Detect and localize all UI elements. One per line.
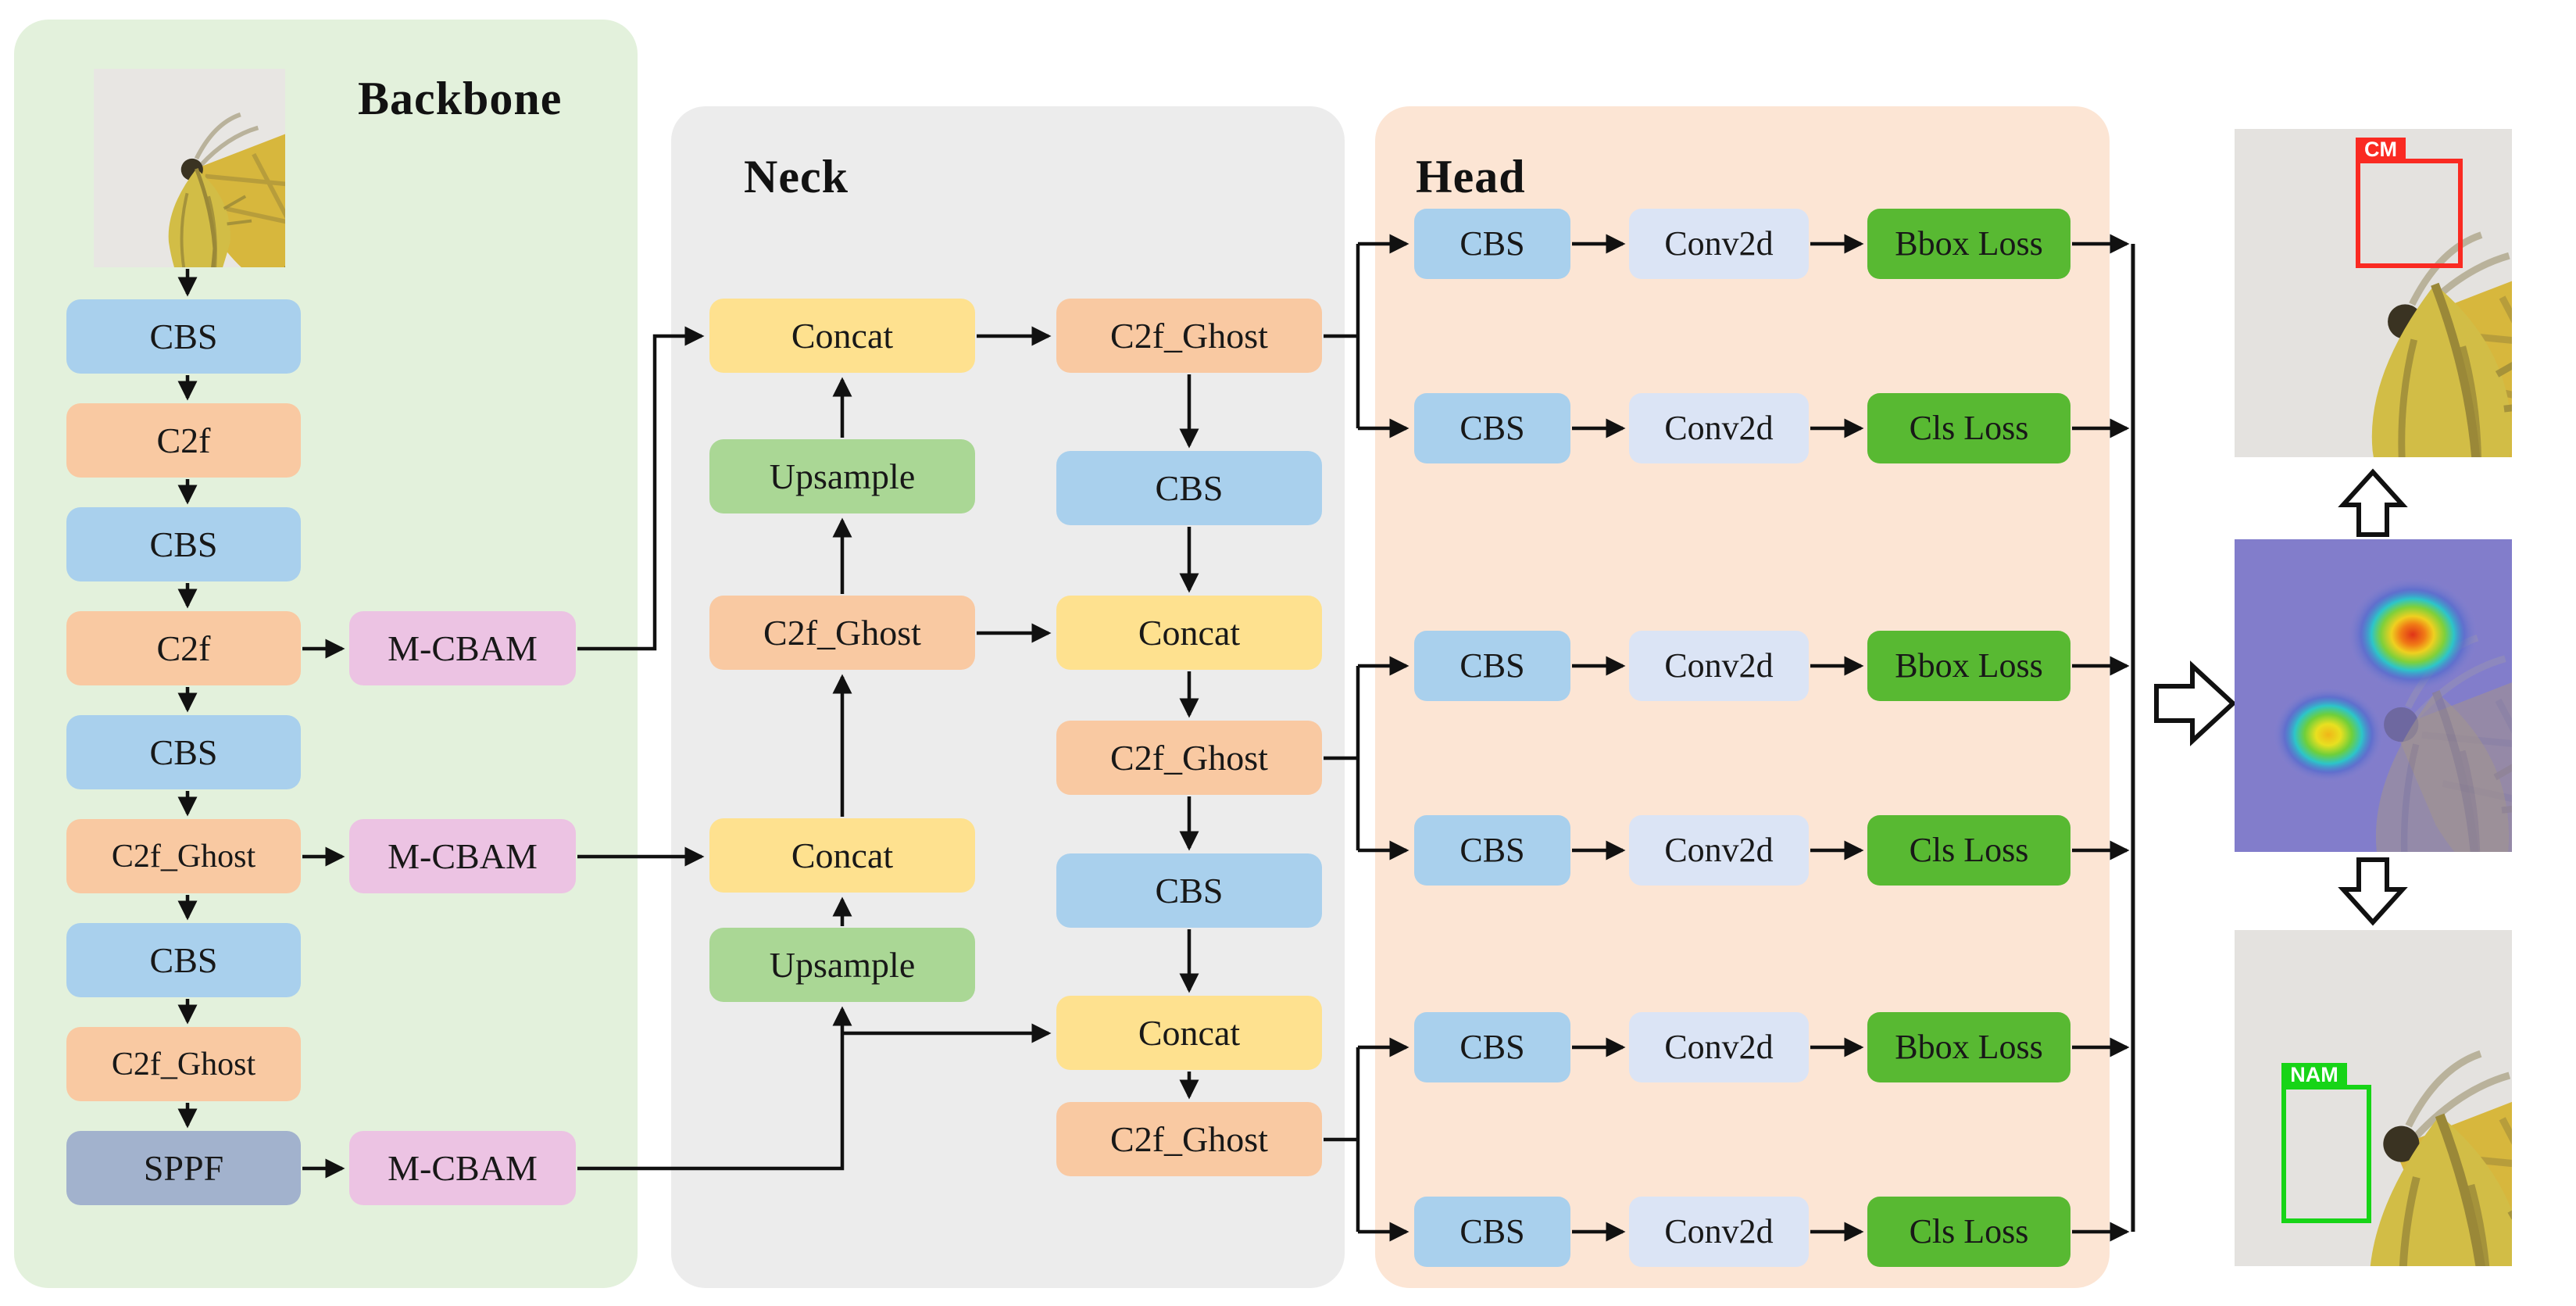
neck-left-upsample-1: Upsample (709, 439, 975, 513)
up-arrow-icon (2338, 468, 2408, 537)
head-row6-conv: Conv2d (1629, 1197, 1809, 1267)
backbone-block-c2fghost-2: C2f_Ghost (66, 1027, 301, 1101)
head-row5-conv: Conv2d (1629, 1012, 1809, 1082)
head-row4-cbs: CBS (1414, 815, 1570, 886)
detection-image-cm: CM (2235, 129, 2512, 457)
head-row3-loss: Bbox Loss (1867, 631, 2070, 701)
neck-right-c2fghost-3: C2f_Ghost (1056, 1102, 1322, 1176)
backbone-block-cbs-3: CBS (66, 715, 301, 789)
neck-right-concat-2: Concat (1056, 996, 1322, 1070)
head-row2-loss: Cls Loss (1867, 393, 2070, 463)
input-image (94, 69, 285, 267)
backbone-block-c2fghost-1: C2f_Ghost (66, 819, 301, 893)
head-row3-conv: Conv2d (1629, 631, 1809, 701)
nam-image-moths (2235, 930, 2512, 1266)
backbone-block-cbs-4: CBS (66, 923, 301, 997)
cm-image-moths (2235, 129, 2512, 457)
heatmap-graphic (2235, 539, 2512, 852)
head-row6-loss: Cls Loss (1867, 1197, 2070, 1267)
neck-right-cbs-1: CBS (1056, 451, 1322, 525)
backbone-block-cbs-1: CBS (66, 299, 301, 374)
cm-bounding-box (2356, 159, 2463, 268)
nam-label: NAM (2281, 1063, 2347, 1086)
backbone-title: Backbone (358, 73, 563, 124)
head-row1-cbs: CBS (1414, 209, 1570, 279)
head-row3-cbs: CBS (1414, 631, 1570, 701)
neck-left-upsample-2: Upsample (709, 928, 975, 1002)
cm-label: CM (2356, 138, 2406, 161)
head-title: Head (1416, 151, 1526, 202)
head-row4-conv: Conv2d (1629, 815, 1809, 886)
head-row4-loss: Cls Loss (1867, 815, 2070, 886)
neck-title: Neck (744, 151, 849, 202)
neck-left-c2fghost: C2f_Ghost (709, 596, 975, 670)
attention-block-mcbam-3: M-CBAM (349, 1131, 576, 1205)
head-row5-loss: Bbox Loss (1867, 1012, 2070, 1082)
backbone-block-sppf: SPPF (66, 1131, 301, 1205)
head-row2-cbs: CBS (1414, 393, 1570, 463)
neck-right-concat-1: Concat (1056, 596, 1322, 670)
backbone-block-cbs-2: CBS (66, 507, 301, 581)
head-row1-conv: Conv2d (1629, 209, 1809, 279)
backbone-block-c2f-1: C2f (66, 403, 301, 478)
head-row5-cbs: CBS (1414, 1012, 1570, 1082)
attention-block-mcbam-2: M-CBAM (349, 819, 576, 893)
neck-right-c2fghost-1: C2f_Ghost (1056, 299, 1322, 373)
backbone-block-c2f-2: C2f (66, 611, 301, 685)
head-row1-loss: Bbox Loss (1867, 209, 2070, 279)
down-arrow-icon (2338, 857, 2408, 926)
input-image-moths (94, 69, 285, 267)
neck-right-c2fghost-2: C2f_Ghost (1056, 721, 1322, 795)
neck-left-concat-1: Concat (709, 299, 975, 373)
neck-right-cbs-2: CBS (1056, 853, 1322, 928)
detection-image-nam: NAM (2235, 930, 2512, 1266)
nam-bounding-box (2281, 1085, 2371, 1223)
head-row2-conv: Conv2d (1629, 393, 1809, 463)
neck-left-concat-2: Concat (709, 818, 975, 893)
attention-block-mcbam-1: M-CBAM (349, 611, 576, 685)
heatmap-image (2235, 539, 2512, 852)
result-arrow-icon (2154, 660, 2237, 746)
head-row6-cbs: CBS (1414, 1197, 1570, 1267)
